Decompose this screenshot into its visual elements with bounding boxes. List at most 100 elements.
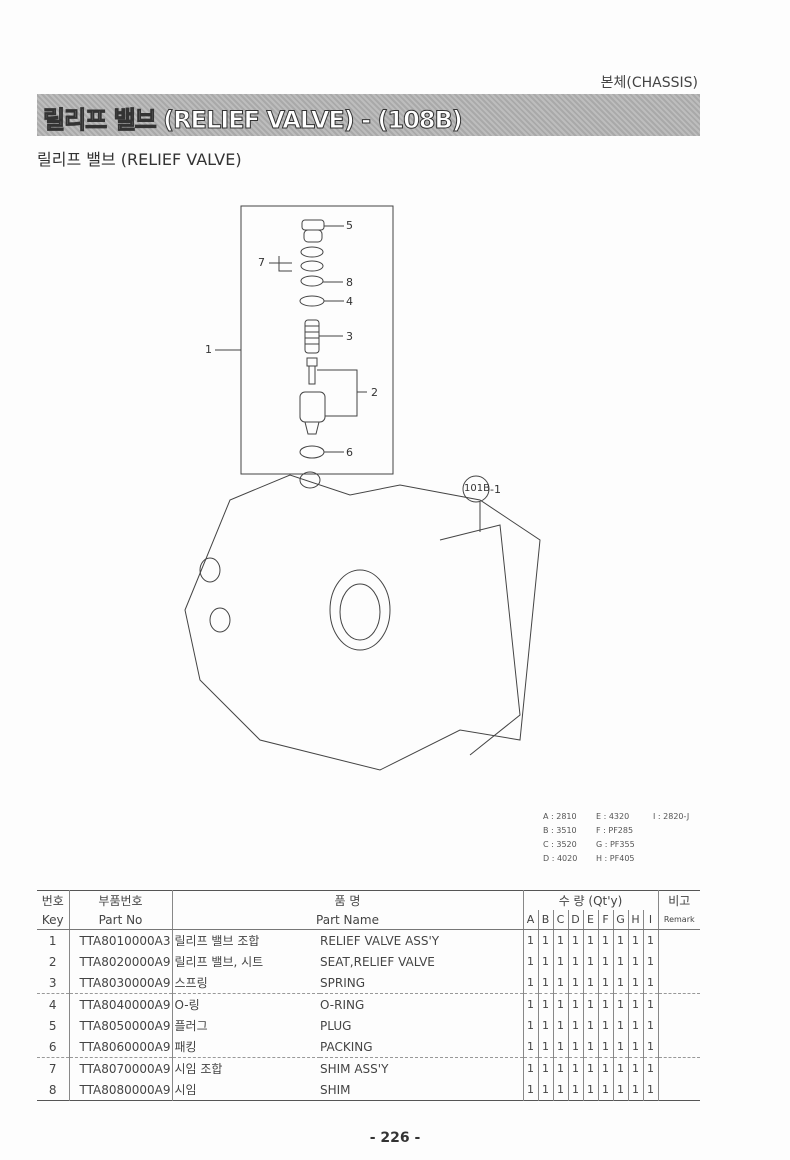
name-ko-cell: 릴리프 밸브, 시트 xyxy=(171,951,320,972)
name-en-cell: PACKING xyxy=(320,1039,373,1054)
qty-cell: 1 xyxy=(552,929,568,951)
remark-cell xyxy=(657,993,700,1015)
name-ko-cell: 시임 xyxy=(171,1079,320,1101)
callout-3: 3 xyxy=(346,330,353,343)
table-row: 1 TTA8010000A3 릴리프 밸브 조합 RELIEF VALVE AS… xyxy=(37,929,700,951)
qty-cell: 1 xyxy=(627,1079,643,1101)
qty-cell: 1 xyxy=(582,1015,598,1036)
qty-cell: 1 xyxy=(597,1015,613,1036)
qty-cell: 1 xyxy=(567,929,583,951)
qty-cell: 1 xyxy=(597,1079,613,1101)
qty-cell: 1 xyxy=(567,951,583,972)
name-en-cell: O-RING xyxy=(320,993,523,1015)
qty-cell: 1 xyxy=(537,929,553,951)
name-ko-cell: 릴리프 밸브 조합 xyxy=(171,929,320,951)
plug-part xyxy=(301,219,325,243)
qty-cell: 1 xyxy=(567,1057,583,1079)
qty-cell: 1 xyxy=(612,1079,628,1101)
qty-cell: 1 xyxy=(567,972,583,994)
remark-cell xyxy=(657,929,700,951)
qty-cell: 1 xyxy=(642,1036,658,1058)
qty-cell: 1 xyxy=(552,993,568,1015)
legend-item: G : PF355 xyxy=(596,840,635,849)
key-cell: 4 xyxy=(37,993,69,1015)
remark-cell xyxy=(657,1015,700,1036)
header-row-en: Key Part No Part Name A B C D E F G H I … xyxy=(37,910,700,930)
callout-ref: 101B xyxy=(464,483,490,494)
table-row: 2 TTA8020000A9 릴리프 밸브, 시트 SEAT,RELIEF VA… xyxy=(37,951,700,972)
qty-cell: 1 xyxy=(552,1057,568,1079)
assembly-frame xyxy=(240,205,394,475)
qty-cell: 1 xyxy=(612,1036,628,1058)
qty-cell: 1 xyxy=(567,1015,583,1036)
name-en-cell: PLUG xyxy=(320,1018,352,1033)
shim-parts xyxy=(300,246,324,287)
qty-cell: 1 xyxy=(552,951,568,972)
qty-cell: 1 xyxy=(567,1036,583,1058)
name-ko-cell: 시임 조합 xyxy=(171,1057,320,1079)
callout-ref-suffix: -1 xyxy=(490,483,501,496)
qty-cell: 1 xyxy=(627,993,643,1015)
model-col: F xyxy=(597,910,613,930)
key-cell: 8 xyxy=(48,1082,57,1097)
model-col: G xyxy=(612,910,628,930)
model-col: A xyxy=(522,910,538,930)
model-col: C xyxy=(552,910,568,930)
name-ko-cell: 플러그 xyxy=(171,1015,320,1036)
qty-cell: 1 xyxy=(597,1057,613,1079)
name-en-cell: RELIEF VALVE ASS'Y xyxy=(320,933,440,948)
legend-item: A : 2810 xyxy=(543,812,577,821)
header-remark-en: Remark xyxy=(657,910,700,930)
name-en-cell: SHIM ASS'Y xyxy=(320,1057,523,1079)
exploded-diagram xyxy=(184,205,541,771)
qty-cell: 1 xyxy=(537,1015,553,1036)
qty-cell: 1 xyxy=(522,951,538,972)
qty-cell: 1 xyxy=(522,1036,538,1058)
legend-item: B : 3510 xyxy=(543,826,577,835)
part-no-cell: TTA8040000A9 xyxy=(68,993,172,1015)
qty-cell: 1 xyxy=(612,951,628,972)
qty-cell: 1 xyxy=(597,929,613,951)
callout-6: 6 xyxy=(346,446,353,459)
callout-4: 4 xyxy=(346,295,353,308)
part-no-cell: TTA8020000A9 xyxy=(68,951,172,972)
model-col: B xyxy=(537,910,553,930)
key-cell: 2 xyxy=(48,954,57,969)
qty-cell: 1 xyxy=(642,1079,658,1101)
qty-cell: 1 xyxy=(537,993,553,1015)
reference-circle xyxy=(462,475,490,503)
callout-7: 7 xyxy=(258,256,265,269)
housing-body xyxy=(184,471,541,771)
qty-cell: 1 xyxy=(612,972,628,994)
name-ko-cell: 스프링 xyxy=(171,972,320,994)
qty-cell: 1 xyxy=(612,1015,628,1036)
qty-cell: 1 xyxy=(552,1036,568,1058)
qty-cell: 1 xyxy=(642,929,658,951)
section-label: 본체(CHASSIS) xyxy=(600,75,698,91)
qty-cell: 1 xyxy=(522,1079,538,1101)
model-col: E xyxy=(582,910,598,930)
page-title: 릴리프 밸브 (RELIEF VALVE) - (108B) xyxy=(43,106,464,135)
qty-cell: 1 xyxy=(537,951,553,972)
qty-cell: 1 xyxy=(642,951,658,972)
qty-cell: 1 xyxy=(537,1079,553,1101)
header-part-name: 품 명 xyxy=(171,890,523,910)
header-key: 번호 xyxy=(41,894,64,908)
key-cell: 3 xyxy=(48,975,57,990)
part-no-cell: TTA8070000A9 xyxy=(68,1057,172,1079)
remark-cell xyxy=(657,972,700,994)
qty-cell: 1 xyxy=(537,1036,553,1058)
header-remark: 비고 xyxy=(657,890,700,910)
legend-item: F : PF285 xyxy=(596,826,634,835)
qty-cell: 1 xyxy=(582,951,598,972)
legend-item: E : 4320 xyxy=(596,812,630,821)
qty-cell: 1 xyxy=(642,972,658,994)
callout-2: 2 xyxy=(371,386,378,399)
qty-cell: 1 xyxy=(522,1015,538,1036)
part-no-cell: TTA8050000A9 xyxy=(68,1015,172,1036)
part-no-cell: TTA8030000A9 xyxy=(68,972,172,994)
